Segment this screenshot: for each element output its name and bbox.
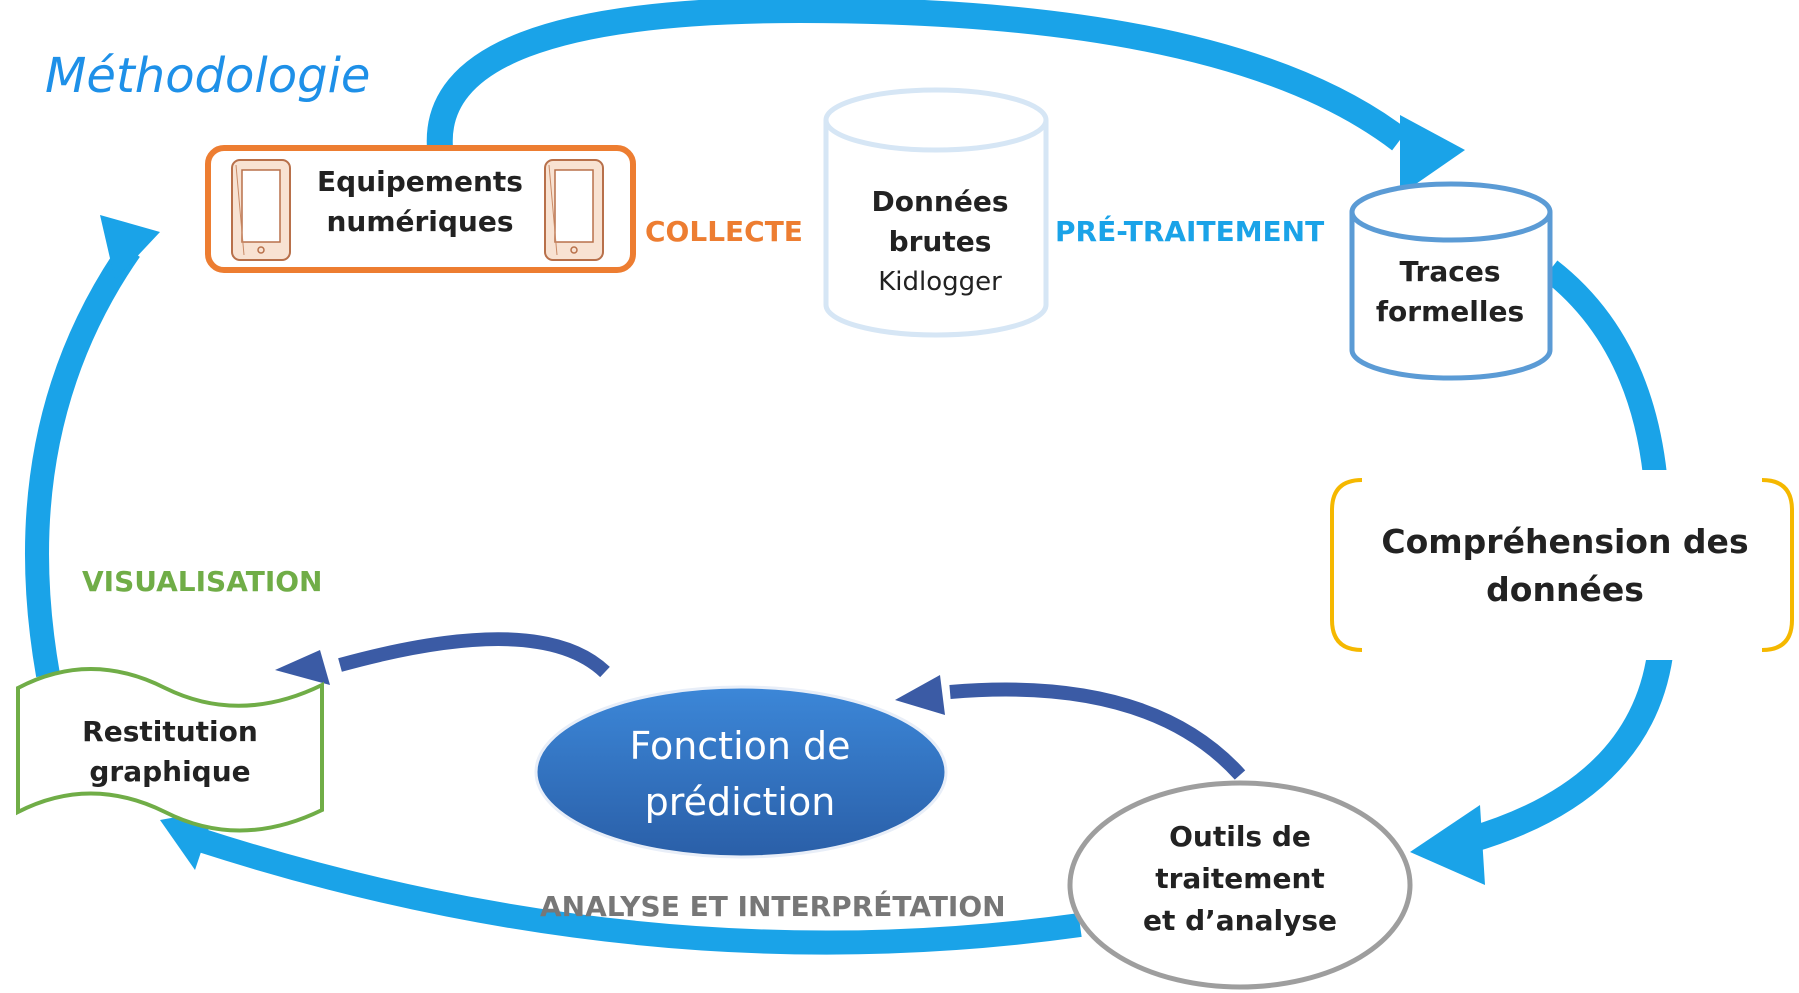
tablet-icon — [544, 159, 604, 261]
cycle-arrow-right-lower — [1466, 652, 1673, 853]
tablet-icon — [231, 159, 291, 261]
curved-arrow-fonction-to-restitution — [338, 632, 610, 678]
node-traces-formelles-label: Traces formelles — [1375, 255, 1525, 328]
cycle-arrowhead-right — [1410, 805, 1485, 885]
cycle-arrowhead-left — [100, 215, 160, 280]
node-restitution-label: Restitution graphique — [82, 715, 258, 788]
step-visualisation-label: VISUALISATION — [82, 565, 323, 598]
step-analyse-label: ANALYSE ET INTERPRÉTATION — [540, 890, 1006, 923]
traces-formelles-cylinder — [1349, 181, 1553, 381]
node-donnees-source-label: Kidlogger — [878, 267, 1002, 297]
step-collecte-label: COLLECTE — [645, 215, 803, 248]
cycle-arrowhead-top — [1400, 115, 1465, 195]
equipements-box — [205, 145, 636, 273]
comprehension-bracket-right — [1761, 478, 1794, 652]
node-donnees-brutes-label: Données brutes — [871, 185, 1009, 258]
node-equipements-label: Equipements numériques — [317, 165, 523, 238]
restitution-document — [16, 667, 324, 833]
cycle-arrow-right-upper — [1542, 260, 1667, 477]
cycle-arrow-bottom — [196, 828, 1082, 955]
curved-arrowhead-fonction — [895, 675, 945, 715]
cycle-arrow-top — [426, 0, 1408, 151]
step-pretraitement-label: PRÉ-TRAITEMENT — [1055, 215, 1325, 248]
curved-arrowhead-restitution — [275, 650, 330, 685]
curved-arrow-outils-to-fonction — [949, 682, 1246, 780]
cycle-arrow-left — [25, 243, 140, 678]
node-fonction-prediction-label: Fonction de prédiction — [629, 724, 851, 824]
fonction-prediction-ellipse — [534, 685, 948, 859]
node-comprehension-label: Compréhension des données — [1381, 522, 1749, 609]
outils-ellipse — [1067, 780, 1413, 990]
donnees-brutes-cylinder — [823, 87, 1049, 338]
comprehension-bracket-left — [1330, 478, 1363, 652]
page-title: Méthodologie — [45, 48, 371, 104]
node-outils-label: Outils de traitement et d’analyse — [1142, 820, 1338, 937]
